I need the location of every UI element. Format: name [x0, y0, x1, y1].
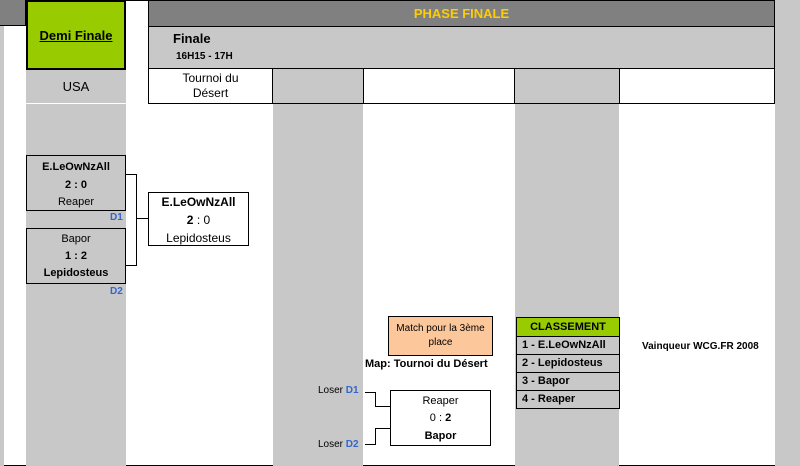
classement-row-4: 4 - Reaper: [517, 390, 619, 408]
right-edge-column: [775, 0, 800, 466]
semi-2-bottom-player: Lepidosteus: [43, 267, 109, 279]
loser-1-label: Loser D1: [318, 385, 359, 396]
bracket-line-1: [126, 174, 137, 175]
third-score-right: 2: [445, 412, 452, 424]
semi-2-score: 1 : 2: [64, 250, 87, 262]
final-score-left: 2: [186, 213, 194, 227]
bracket-line-3: [136, 174, 137, 266]
third-line-6: [375, 428, 390, 429]
semi-match-2: Bapor 1 : 2 Lepidosteus: [26, 228, 126, 284]
demi-finale-title: Demi Finale: [39, 27, 113, 43]
third-bottom-player: Bapor: [424, 430, 457, 442]
region-label: USA: [62, 79, 90, 94]
loser-1-tag: D1: [345, 385, 359, 396]
semi-1-score: 2 : 0: [64, 179, 87, 191]
third-score: 0 : 2: [391, 412, 490, 424]
loser-1-prefix: Loser: [318, 385, 346, 396]
classement-row-1: 1 - E.LeOwNzAll: [517, 336, 619, 354]
loser-2-prefix: Loser: [318, 439, 346, 450]
third-top-player: Reaper: [422, 395, 459, 407]
finale-title: Finale: [173, 31, 211, 46]
header-cell-5: [619, 69, 775, 104]
final-score: 2 : 0: [149, 213, 248, 227]
third-place-title-box: Match pour la 3ème place: [388, 316, 493, 356]
demi-finale-header: Demi Finale: [26, 0, 126, 70]
third-line-5: [375, 428, 376, 445]
gray-column-3: [515, 104, 619, 466]
semi-1-tag: D1: [110, 212, 123, 223]
classement-title: CLASSEMENT: [517, 318, 619, 336]
region-label-cell: USA: [26, 70, 126, 104]
third-line-1: [365, 392, 376, 393]
third-score-left: 0 :: [429, 412, 446, 424]
semi-match-1: E.LeOwNzAll 2 : 0 Reaper: [26, 155, 126, 211]
winner-label: Vainqueur WCG.FR 2008: [642, 341, 759, 352]
finale-map: Tournoi du Désert: [182, 71, 239, 100]
classement-row-3: 3 - Bapor: [517, 372, 619, 390]
third-place-title: Match pour la 3ème place: [396, 323, 485, 348]
final-score-sep: :: [193, 213, 204, 227]
header-cell-4: [515, 69, 619, 104]
classement-table: CLASSEMENT 1 - E.LeOwNzAll 2 - Lepidoste…: [516, 317, 620, 409]
third-line-4: [365, 444, 376, 445]
third-line-2: [375, 392, 376, 406]
final-match: E.LeOwNzAll 2 : 0 Lepidosteus: [148, 192, 249, 246]
semi-1-bottom-player: Reaper: [57, 196, 95, 208]
third-place-match: Reaper 0 : 2 Bapor: [390, 390, 491, 446]
semi-1-top-player: E.LeOwNzAll: [42, 161, 110, 173]
loser-2-label: Loser D2: [318, 439, 359, 450]
finale-map-cell: Tournoi du Désert: [148, 69, 273, 104]
phase-finale-header: PHASE FINALE: [148, 0, 775, 27]
header-cell-2: [273, 69, 363, 104]
header-cell-3: [363, 69, 515, 104]
finale-time: 16H15 - 17H: [176, 51, 233, 62]
bracket-line-4: [136, 218, 148, 219]
phase-finale-title: PHASE FINALE: [413, 6, 510, 21]
final-score-right: 0: [203, 213, 211, 227]
third-place-map: Map: Tournoi du Désert: [365, 358, 488, 370]
loser-2-tag: D2: [345, 439, 359, 450]
bracket-line-2: [126, 265, 137, 266]
top-left-strip: [0, 0, 26, 26]
third-line-3: [375, 406, 390, 407]
classement-row-2: 2 - Lepidosteus: [517, 354, 619, 372]
final-bottom-player: Lepidosteus: [166, 231, 231, 245]
semi-2-tag: D2: [110, 286, 123, 297]
gray-column-2: [273, 104, 363, 466]
semi-2-top-player: Bapor: [61, 233, 91, 245]
final-top-player: E.LeOwNzAll: [161, 195, 236, 209]
left-edge-column: [0, 0, 4, 466]
finale-header: Finale 16H15 - 17H: [148, 27, 775, 69]
